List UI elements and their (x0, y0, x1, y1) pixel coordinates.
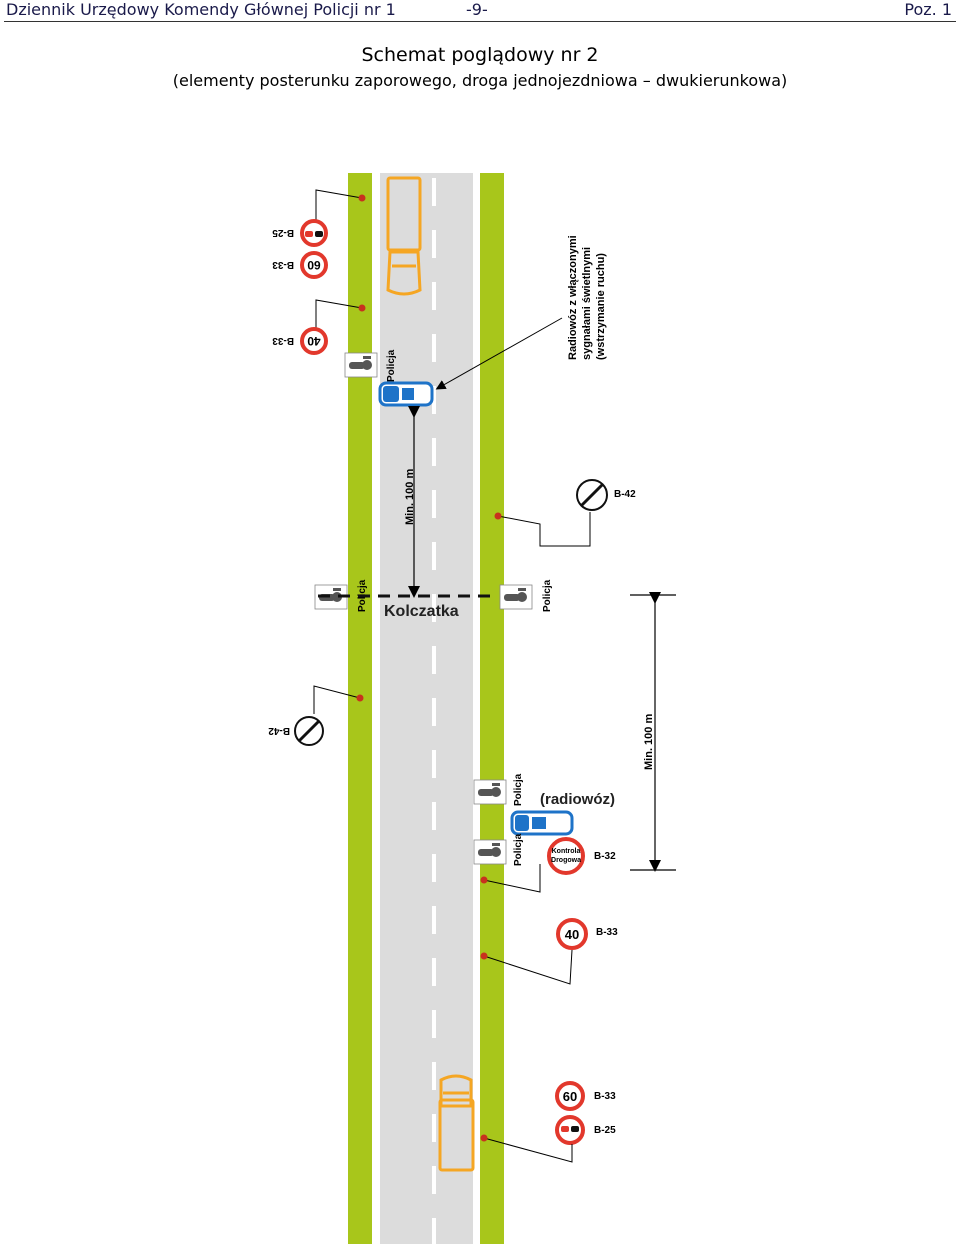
sign-b33-60-top: 60 (300, 251, 328, 279)
leader-bottom-signs (483, 1137, 573, 1163)
police-car-radiowoz (510, 810, 574, 836)
sign-b25-top (300, 219, 328, 247)
svg-text:Kontrola: Kontrola (552, 848, 581, 855)
callout-line-2: sygnałami świetlnymi (581, 247, 593, 360)
header-journal: Dziennik Urzędowy Komendy Głównej Policj… (6, 0, 396, 19)
sign-code-b33-60-bottom: B-33 (594, 1091, 616, 1102)
svg-text:60: 60 (563, 1089, 577, 1104)
sign-post-dot (480, 1134, 488, 1142)
callout-line-3: (wstrzymanie ruchu) (595, 253, 607, 360)
sign-b25-bottom (555, 1115, 585, 1145)
sign-code-b32: B-32 (594, 851, 616, 862)
sign-post-dot (494, 512, 502, 520)
sign-post-dot (358, 194, 366, 202)
officer-icon-right (499, 584, 533, 610)
distance-label-upper: Min. 100 m (404, 469, 416, 525)
sign-b33-40-top: 40 (300, 327, 328, 355)
svg-text:40: 40 (307, 334, 321, 348)
left-verge (348, 173, 372, 1244)
sign-code-b25-top: B-25 (272, 227, 294, 238)
officer-label-bottom-2: Policja (513, 833, 524, 866)
roadway (380, 173, 473, 1244)
svg-text:40: 40 (565, 927, 579, 942)
leader-top-1 (315, 189, 363, 220)
officer-label-bottom-1: Policja (513, 773, 524, 806)
callout-arrow (435, 317, 563, 390)
truck-top (386, 176, 422, 296)
header-position: Poz. 1 (904, 0, 952, 19)
officer-icon-top (344, 352, 378, 378)
sign-post-dot (358, 304, 366, 312)
page-subtitle: (elementy posterunku zaporowego, droga j… (172, 71, 788, 90)
sign-code-b42-right: B-42 (614, 489, 636, 500)
sign-code-b33-60-top: B-33 (272, 259, 294, 270)
header-page-number: -9- (466, 0, 488, 19)
leader-b33-40 (483, 949, 573, 985)
truck-bottom (438, 1074, 475, 1172)
header-divider (4, 21, 956, 22)
sign-code-b33-40-bottom: B-33 (596, 927, 618, 938)
sign-b33-40-bottom: 40 (556, 918, 588, 950)
sign-b32-kontrola: Kontrola Drogowa (547, 837, 585, 875)
sign-b33-60-bottom: 60 (555, 1081, 585, 1111)
officer-icon-bottom-2 (473, 839, 507, 865)
leader-right-b42 (497, 512, 591, 547)
leader-b32 (483, 864, 541, 893)
officer-icon-bottom-1 (473, 779, 507, 805)
police-car-blocking (378, 381, 434, 407)
sign-post-dot (356, 694, 364, 702)
officer-label-top: Policja (386, 349, 397, 382)
sign-code-b33-40-top: B-33 (272, 335, 294, 346)
officer-label-right: Policja (542, 579, 553, 612)
leader-left-b42 (313, 685, 361, 714)
leader-top-2 (315, 299, 363, 328)
right-verge (480, 173, 504, 1244)
sign-code-b42-left: B-42 (268, 725, 290, 736)
callout-line-1: Radiowóz z włączonymi (567, 235, 579, 360)
spike-strip-label: Kolczatka (384, 603, 459, 620)
page-title: Schemat poglądowy nr 2 (361, 44, 599, 66)
sign-b42-left (294, 716, 324, 746)
sign-post-dot (480, 876, 488, 884)
radiowoz-label: (radiowóz) (540, 791, 615, 808)
sign-post-dot (480, 952, 488, 960)
sign-code-b25-bottom: B-25 (594, 1125, 616, 1136)
svg-text:Drogowa: Drogowa (551, 857, 581, 864)
svg-text:60: 60 (307, 258, 321, 272)
sign-b42-right (576, 479, 608, 511)
distance-label-right: Min. 100 m (643, 714, 655, 770)
